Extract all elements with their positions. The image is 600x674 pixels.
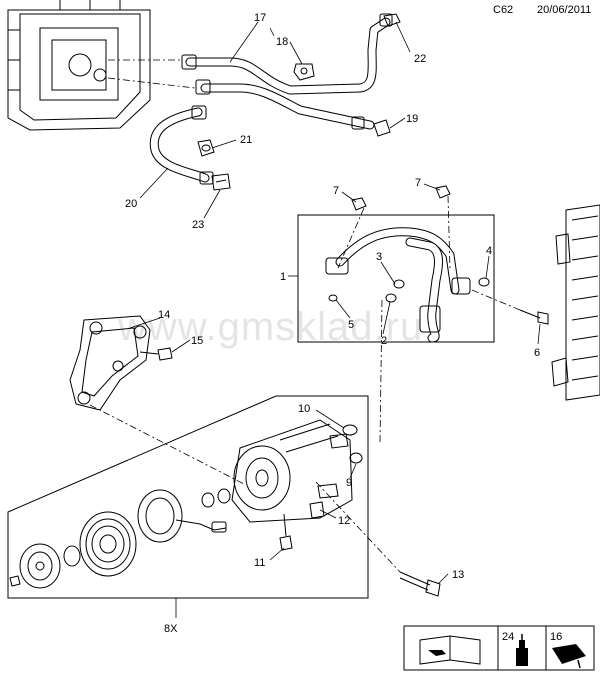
callout-23: 23	[192, 219, 204, 231]
callout-3: 3	[376, 251, 382, 263]
assembly-line-bolt-13	[315, 481, 401, 573]
nut-7a	[351, 197, 367, 211]
callout-14: 14	[158, 309, 170, 321]
bolt-11	[279, 513, 293, 551]
condenser	[551, 204, 600, 401]
seal-ring-5	[328, 294, 338, 302]
valve-22	[383, 13, 401, 27]
callout-20: 20	[125, 198, 137, 210]
ac-compressor	[231, 419, 353, 523]
callout-5: 5	[348, 319, 354, 331]
callout-10: 10	[298, 403, 310, 415]
nut-7b	[435, 185, 451, 199]
bolt-13	[399, 571, 441, 597]
refrigerant-hose-assembly	[149, 13, 393, 185]
valve-12	[309, 501, 325, 519]
callout-19: 19	[406, 113, 418, 125]
callout-21: 21	[240, 134, 252, 146]
hose-assembly-box	[297, 214, 495, 343]
watermark-text: www.gmsklad.ru	[117, 305, 423, 349]
callout-15: 15	[191, 335, 203, 347]
compressor-shaft-ring-2	[217, 488, 231, 504]
hub-bolt	[9, 575, 21, 587]
cap-21	[197, 139, 215, 157]
housing-connection-line-lower	[107, 77, 196, 89]
seal-ring-2	[385, 293, 397, 303]
clutch-pulley	[79, 511, 137, 577]
compressor-box	[7, 395, 369, 599]
oil-pour-icon	[552, 644, 586, 669]
clutch-hub	[19, 543, 61, 589]
callout-6: 6	[534, 347, 540, 359]
callout-2: 2	[381, 335, 387, 347]
seal-ring-3	[393, 279, 405, 289]
clip-23	[211, 173, 231, 191]
oil-can-icon	[516, 634, 528, 666]
callout-13: 13	[452, 569, 464, 581]
snap-ring	[63, 545, 81, 567]
evaporator-housing	[7, 0, 151, 131]
callout-17: 17	[254, 12, 266, 24]
bolt-6	[519, 309, 549, 325]
diagram-code: C62	[493, 4, 514, 16]
cap-19	[373, 119, 391, 137]
callout-16: 16	[550, 631, 562, 643]
assembly-line-seal	[379, 299, 383, 443]
assembly-line-bracket	[89, 404, 245, 485]
callout-24: 24	[502, 631, 514, 643]
callout-8x: 8X	[164, 623, 178, 635]
callout-7a: 7	[333, 185, 339, 197]
manual-book-icon	[419, 635, 481, 665]
seal-ring-9	[349, 452, 363, 464]
callout-18: 18	[276, 36, 288, 48]
legend-panel	[403, 625, 595, 671]
callout-7b: 7	[415, 177, 421, 189]
callout-1: 1	[280, 271, 286, 283]
clutch-coil	[137, 489, 227, 543]
callout-4: 4	[486, 245, 492, 257]
hose-clip-18	[293, 63, 315, 81]
callout-22: 22	[414, 53, 426, 65]
compressor-shaft-ring	[201, 492, 215, 508]
compressor-hose-assembly-1	[325, 227, 471, 343]
seal-ring-4	[478, 277, 490, 287]
bolt-15	[139, 347, 173, 361]
callout-11: 11	[254, 557, 265, 569]
seal-ring-10	[342, 424, 358, 436]
callout-12: 12	[338, 515, 350, 527]
diagram-date: 20/06/2011	[537, 4, 592, 16]
callout-9: 9	[346, 477, 352, 489]
